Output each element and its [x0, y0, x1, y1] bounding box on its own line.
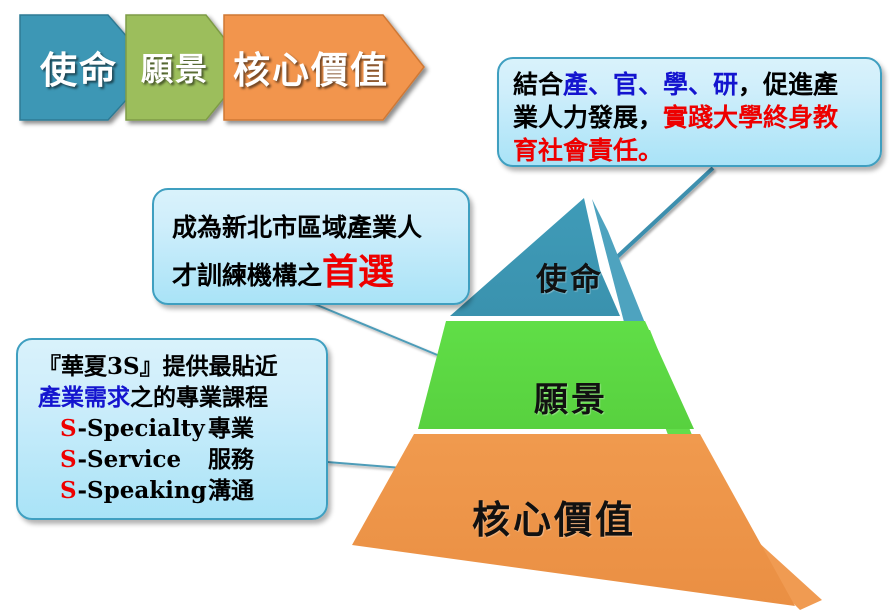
banner-chevron-corevalue-shape: [223, 14, 425, 121]
callout-mission-l1-a: 結合: [513, 70, 564, 99]
callout-three-s-line-2: 產業需求之的專業課程: [38, 382, 326, 413]
banner-chevron-corevalue[interactable]: [223, 14, 425, 121]
callout-vision[interactable]: 成為新北市區域產業人 才訓練機構之首選: [152, 188, 470, 305]
callout-mission-line-2: 業人力發展，實踐大學終身教: [513, 101, 880, 134]
callout-vision-line-1: 成為新北市區域產業人: [172, 213, 423, 242]
three-s-speaking-initial: S: [60, 477, 78, 504]
callout-mission-l2-b: 實踐大學終身教: [663, 103, 839, 132]
callout-three-s-line-1: 『華夏3S』提供最貼近: [38, 353, 278, 380]
connector-mission: [614, 166, 715, 260]
three-s-service-initial: S: [60, 446, 78, 473]
pyramid-face-corevalue[interactable]: [352, 434, 795, 606]
three-s-specialty-initial: S: [60, 415, 78, 442]
banner-chevron-mission[interactable]: [19, 14, 129, 121]
callout-three-s-item-speaking: S-Speaking溝通: [38, 475, 326, 506]
callout-three-s-l2-b: 之的專業課程: [130, 384, 268, 411]
callout-mission-l1-c: ，促進產: [738, 70, 839, 99]
three-s-specialty-en: -Specialty: [77, 415, 205, 442]
callout-vision-l2-b: 首選: [322, 251, 395, 293]
pyramid-face-vision[interactable]: [418, 321, 694, 429]
callout-three-s-item-service: S-Service 服務: [38, 444, 326, 475]
pyramid-face-mission[interactable]: [450, 198, 620, 316]
pyramid: [352, 198, 822, 610]
callout-mission-l2-a: 業人力發展，: [513, 103, 664, 132]
three-s-specialty-zh: 專業: [208, 415, 254, 442]
callout-vision-line-2: 才訓練機構之首選: [172, 250, 468, 298]
callout-mission-l1-b: 產、官、學、研: [563, 70, 739, 99]
callout-three-s-l2-a: 產業需求: [38, 384, 130, 411]
callout-mission-line-3: 育社會責任。: [513, 136, 664, 165]
banner-chevron-mission-shape: [19, 14, 129, 121]
callout-mission-line-1: 結合產、官、學、研，促進產: [513, 68, 880, 101]
three-s-service-en: -Service: [77, 446, 182, 473]
three-s-speaking-zh: 溝通: [208, 477, 254, 504]
callout-mission[interactable]: 結合產、官、學、研，促進產 業人力發展，實踐大學終身教 育社會責任。: [497, 57, 882, 167]
callout-vision-l2-a: 才訓練機構之: [172, 261, 323, 290]
pyramid-side-mission: [592, 199, 645, 323]
banner-chevron-vision-shape: [125, 14, 225, 121]
three-s-service-zh: 服務: [208, 446, 254, 473]
three-s-speaking-en: -Speaking: [77, 477, 207, 504]
banner-chevron-vision[interactable]: [125, 14, 225, 121]
